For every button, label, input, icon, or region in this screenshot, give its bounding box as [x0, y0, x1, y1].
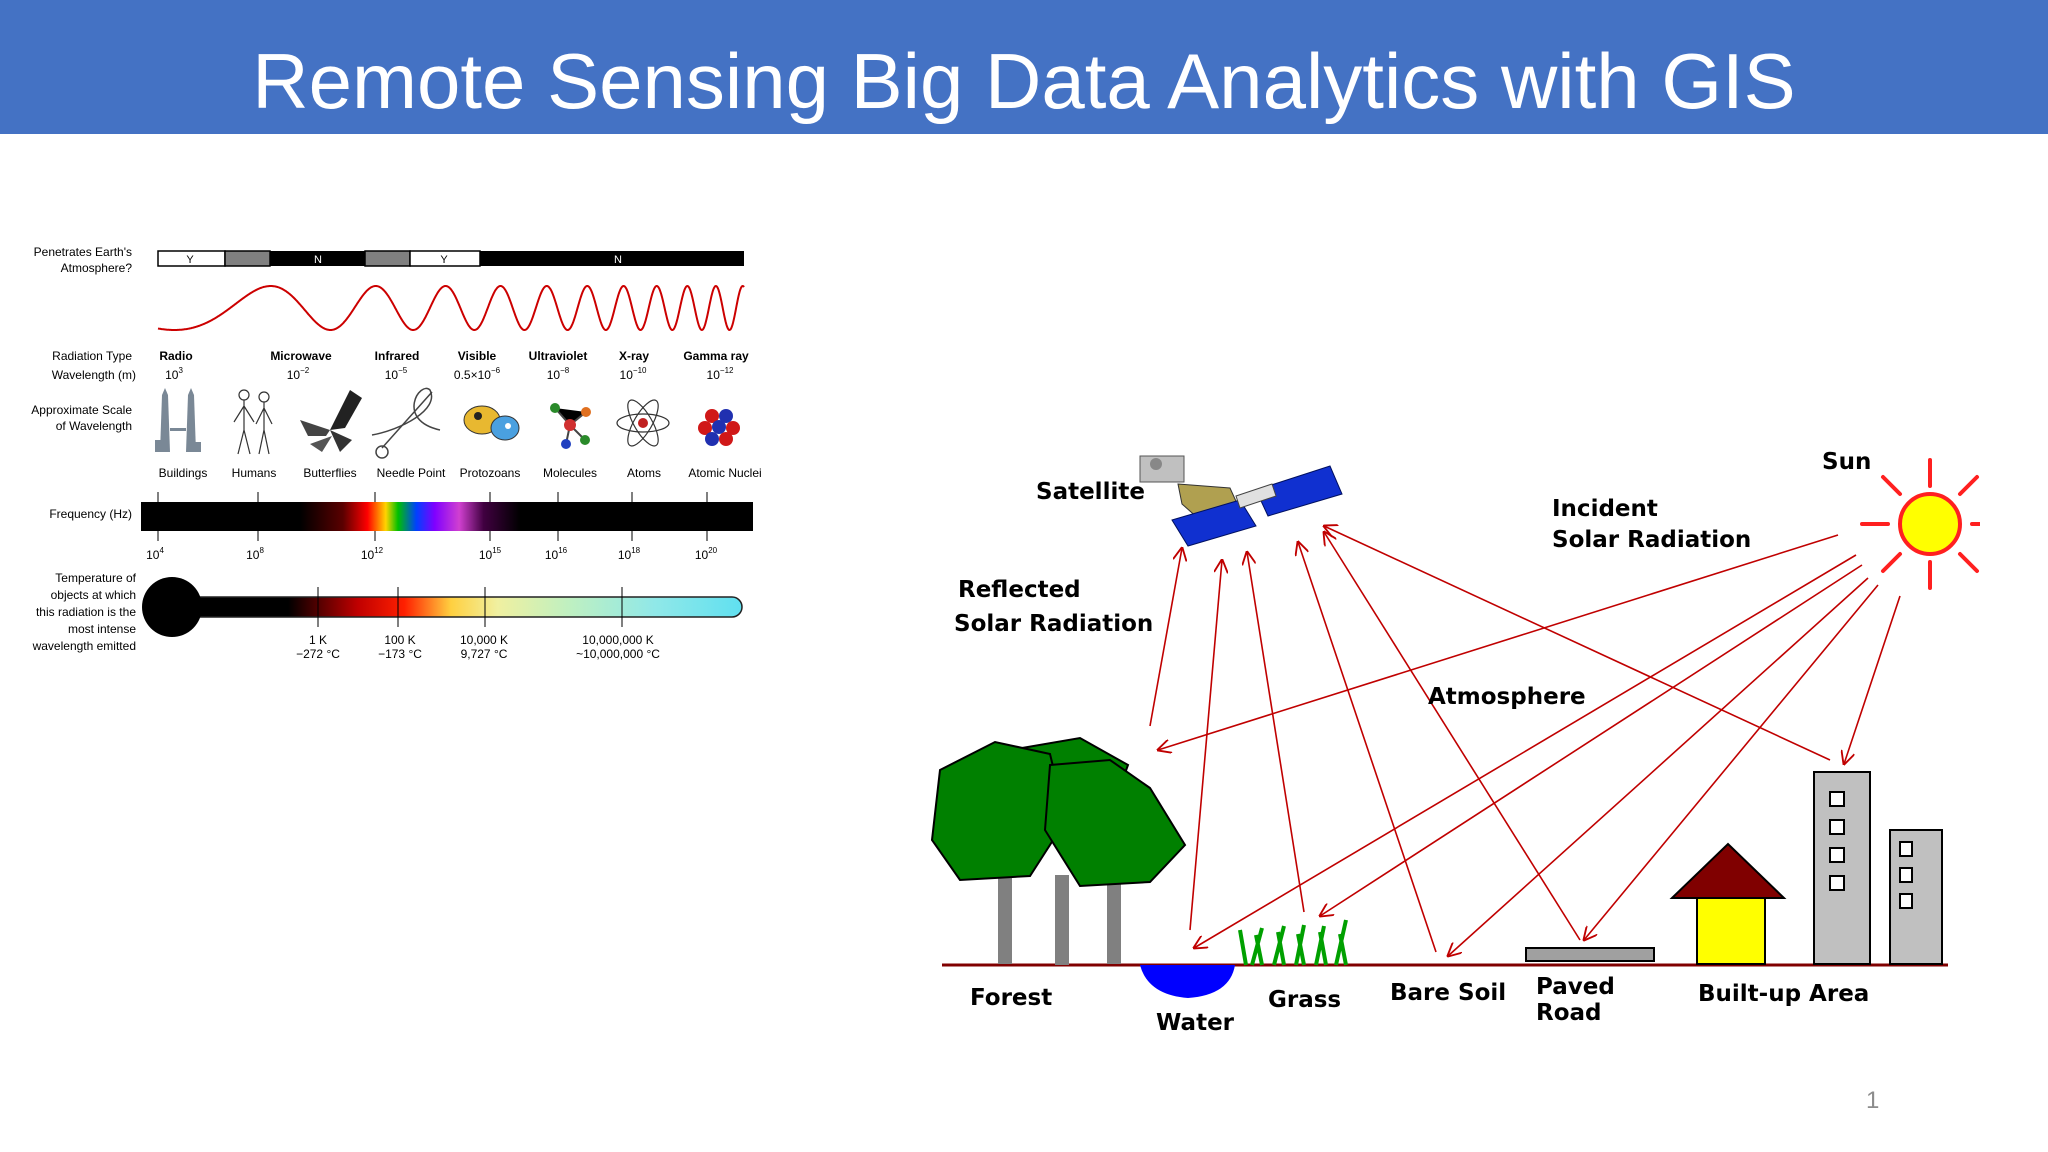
scale-molecules: Molecules	[543, 466, 597, 480]
band-infrared: Infrared	[375, 349, 420, 363]
band-x-ray: X-ray	[619, 349, 649, 363]
built-up-area-label: Built-up Area	[1698, 981, 1869, 1007]
paved-road-icon	[1525, 947, 1655, 962]
scale-humans: Humans	[232, 466, 277, 480]
temperature-10000k: 10,000 K	[460, 633, 508, 647]
water-icon	[1140, 965, 1235, 998]
frequency-label: Frequency (Hz)	[49, 507, 132, 521]
em-spectrum-diagram: Penetrates Earth's Atmosphere? Y N Y N R…	[31, 245, 761, 661]
scale-butterflies: Butterflies	[303, 466, 356, 480]
grass-icon	[1238, 919, 1348, 966]
temperature-100k-c: −173 °C	[378, 647, 422, 661]
remote-sensing-diagram: Satellite Sun Incident Solar Radiation R…	[930, 449, 1980, 1036]
scale-atoms: Atoms	[627, 466, 661, 480]
temperature-1k-c: −272 °C	[296, 647, 340, 661]
page-number: 1	[1866, 1087, 1880, 1114]
buildings-icon	[1813, 771, 1943, 965]
frequency-tick-7: 1020	[695, 546, 718, 562]
needle-point-icon	[371, 387, 441, 459]
temperature-label-5: wavelength emitted	[32, 639, 136, 653]
penetrates-label-1: Penetrates Earth's	[34, 245, 132, 259]
frequency-tick-3: 1012	[361, 546, 384, 562]
forest-label: Forest	[970, 985, 1052, 1011]
penetrates-label-2: Atmosphere?	[61, 261, 133, 275]
reflected-label-2: Solar Radiation	[954, 611, 1153, 637]
temperature-label-1: Temperature of	[55, 571, 136, 585]
frequency-tick-1: 104	[146, 546, 164, 562]
scale-atomic-nuclei: Atomic Nuclei	[688, 466, 761, 480]
incident-beams	[1158, 534, 1901, 956]
paved-road-label-1: Paved	[1536, 974, 1615, 1000]
wavelength-ultraviolet: 10−8	[547, 366, 570, 382]
penetration-bar: Y N Y N	[157, 250, 744, 267]
em-wave	[157, 284, 745, 332]
title-bar	[0, 0, 2048, 134]
wavelength-infrared: 10−5	[385, 366, 408, 382]
wavelength-x-ray: 10−10	[620, 366, 647, 382]
humans-icon	[233, 389, 273, 455]
water-label: Water	[1156, 1010, 1235, 1036]
atomic-nuclei-icon	[698, 409, 740, 446]
satellite-icon	[1139, 455, 1343, 547]
temperature-label-4: most intense	[68, 622, 136, 636]
scale-needle-point: Needle Point	[377, 466, 446, 480]
forest-icon	[930, 736, 1187, 965]
band-visible: Visible	[458, 349, 497, 363]
radiation-type-label: Radiation Type	[52, 349, 132, 363]
frequency-tick-2: 108	[246, 546, 264, 562]
penetration-y-2: Y	[440, 254, 448, 266]
band-ultraviolet: Ultraviolet	[529, 349, 588, 363]
temperature-100k: 100 K	[384, 633, 415, 647]
reflected-beams	[1149, 526, 1831, 953]
temperature-1k: 1 K	[309, 633, 327, 647]
scale-protozoans: Protozoans	[460, 466, 521, 480]
sun-icon	[1860, 458, 1980, 590]
grass-label: Grass	[1268, 987, 1341, 1013]
temperature-label-2: objects at which	[51, 588, 136, 602]
frequency-tick-6: 1018	[618, 546, 641, 562]
penetration-n-2: N	[614, 254, 622, 266]
temperature-10000k-c: 9,727 °C	[461, 647, 508, 661]
thermometer	[142, 577, 743, 637]
paved-road-label-2: Road	[1536, 1000, 1602, 1026]
scale-label-2: of Wavelength	[56, 419, 132, 433]
band-gamma-ray: Gamma ray	[683, 349, 749, 363]
reflected-label-1: Reflected	[958, 577, 1081, 603]
frequency-ticks-top	[157, 492, 708, 502]
scale-label-1: Approximate Scale	[31, 403, 132, 417]
incident-label-1: Incident	[1552, 496, 1658, 522]
frequency-ticks-bottom	[157, 531, 708, 541]
bare-soil-label: Bare Soil	[1390, 980, 1506, 1006]
temperature-10000000k: 10,000,000 K	[582, 633, 653, 647]
frequency-tick-5: 1016	[545, 546, 568, 562]
wavelength-radio: 103	[165, 366, 183, 382]
molecules-icon	[550, 403, 591, 449]
temperature-10000000k-c: ~10,000,000 °C	[576, 647, 660, 661]
band-radio: Radio	[159, 349, 192, 363]
penetration-y-1: Y	[186, 254, 194, 266]
wavelength-gamma-ray: 10−12	[707, 366, 734, 382]
atmosphere-label: Atmosphere	[1428, 684, 1586, 710]
house-icon	[1669, 842, 1787, 965]
slide-title: Remote Sensing Big Data Analytics with G…	[252, 37, 1796, 125]
scale-buildings: Buildings	[159, 466, 208, 480]
wavelength-microwave: 10−2	[287, 366, 310, 382]
band-microwave: Microwave	[270, 349, 332, 363]
frequency-tick-4: 1015	[479, 546, 502, 562]
incident-label-2: Solar Radiation	[1552, 527, 1751, 553]
temperature-label-3: this radiation is the	[36, 605, 136, 619]
satellite-label: Satellite	[1036, 479, 1145, 505]
wavelength-label: Wavelength (m)	[52, 368, 136, 382]
sun-label: Sun	[1822, 449, 1871, 475]
butterfly-icon	[300, 390, 362, 452]
atom-icon	[616, 399, 670, 447]
wavelength-visible: 0.5×10−6	[454, 366, 501, 382]
buildings-icon	[155, 388, 201, 452]
frequency-bar	[141, 502, 753, 531]
penetration-n-1: N	[314, 254, 322, 266]
protozoans-icon	[463, 405, 520, 441]
